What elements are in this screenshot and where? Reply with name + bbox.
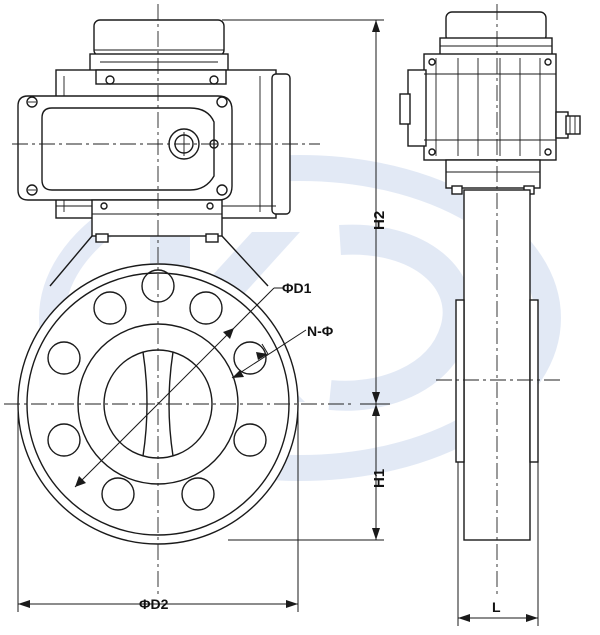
- n-phi-leader: [231, 329, 307, 379]
- body-neck: [49, 235, 269, 287]
- cable-gland-icon: [555, 111, 581, 139]
- bolt-hole: [93, 291, 127, 325]
- bolt-hole: [233, 423, 267, 457]
- h2-label: H2: [371, 211, 388, 230]
- d2-label: ΦD2: [139, 596, 169, 612]
- bolt-hole: [233, 341, 267, 375]
- bolt-hole: [47, 423, 81, 457]
- d1-label: ΦD1: [282, 280, 312, 296]
- l-label: L: [492, 599, 501, 615]
- bolt-hole: [101, 477, 135, 511]
- bolt-holes: [47, 269, 267, 511]
- bolt-hole: [189, 291, 223, 325]
- side-bracket: [445, 159, 541, 195]
- side-view: [399, 4, 581, 626]
- mounting-bracket: [91, 199, 223, 243]
- front-view: [4, 4, 390, 612]
- l-dimension: [457, 462, 539, 626]
- side-actuator-housing: [399, 53, 557, 161]
- cover-plate: [17, 95, 233, 201]
- d1-dimension: [74, 287, 284, 488]
- height-dimensions: [222, 19, 390, 541]
- bolt-hole: [47, 341, 81, 375]
- h1-label: H1: [371, 469, 388, 488]
- bolt-hole: [181, 477, 215, 511]
- d2-dimension: [17, 404, 299, 612]
- actuator-top-cap: [89, 19, 229, 73]
- n-phi-label: N-Φ: [307, 323, 334, 339]
